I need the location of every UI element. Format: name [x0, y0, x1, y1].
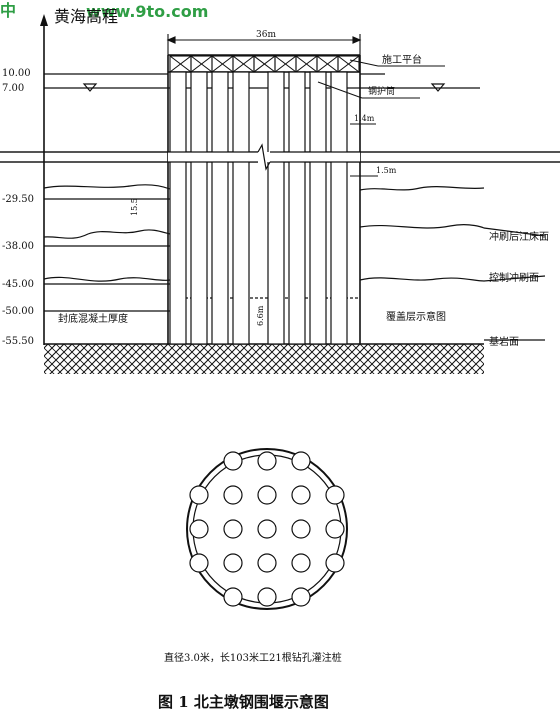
platform-cross-box [253, 55, 276, 73]
pile [211, 71, 229, 345]
figure-caption: 图 1 北主墩钢围堰示意图 [158, 693, 329, 711]
elevation-label: -29.50 [2, 194, 34, 205]
plan-pile [291, 519, 311, 539]
platform-cross-box [316, 55, 339, 73]
control-scour-label: 控制冲刷面 [489, 271, 539, 284]
elevation-label: -50.00 [2, 306, 34, 317]
platform-cross-boxes [169, 55, 360, 73]
watermark-site: 中 [0, 1, 16, 20]
plan-pile [257, 451, 277, 471]
dim-a-label: 1.4m [354, 114, 375, 123]
plan-pile [223, 485, 243, 505]
plan-pile-group [189, 451, 345, 607]
watermark-url: www.9to.com [86, 2, 208, 21]
pile [309, 71, 327, 345]
plan-pile [223, 553, 243, 573]
pile [232, 71, 250, 345]
soil-layer-curves [43, 184, 546, 341]
plan-pile [291, 451, 311, 471]
pile [267, 71, 285, 345]
pile [169, 71, 187, 345]
pile-caption: 直径3.0米，长103米工21根钻孔灌注桩 [164, 651, 342, 664]
platform-cross-box [295, 55, 318, 73]
plan-pile [189, 519, 209, 539]
elevation-label: 7.00 [2, 83, 24, 94]
axis-arrow-icon [40, 14, 48, 26]
width-dim-label: 36m [256, 30, 276, 40]
plan-pile [257, 485, 277, 505]
elevation-label: -55.50 [2, 336, 34, 347]
platform-label: 施工平台 [382, 53, 422, 66]
platform-cross-box [169, 55, 192, 73]
side-dim-label: 15.5 [130, 198, 139, 216]
elevation-label: 10.00 [2, 68, 31, 79]
plan-pile [189, 485, 209, 505]
plan-pile [223, 587, 243, 607]
elevation-label: -38.00 [2, 241, 34, 252]
overburden-label: 覆盖层示意图 [386, 310, 446, 323]
casing-label: 钢护筒 [368, 85, 395, 97]
water-level-right-icon [430, 83, 446, 92]
break-lines [0, 143, 560, 171]
cofferdam-plan-outer [186, 448, 348, 610]
scoured-bed-label: 冲刷后江床面 [489, 230, 549, 243]
plan-pile [189, 553, 209, 573]
platform-cross-box [232, 55, 255, 73]
mid-dim-label: 6.6m [256, 305, 265, 326]
elevation-label: -45.00 [2, 279, 34, 290]
plan-pile [291, 485, 311, 505]
plan-pile [257, 587, 277, 607]
width-dimension [166, 34, 362, 55]
bedrock-label: 基岩面 [489, 335, 519, 348]
pile-group [169, 71, 348, 345]
pile [288, 71, 306, 345]
plan-pile [325, 485, 345, 505]
elevation-labels: 10.00 7.00 -29.50 -38.00 -45.00 -50.00 -… [2, 68, 34, 347]
plan-pile [325, 519, 345, 539]
plan-pile [257, 519, 277, 539]
datum-label: 黄海高程 [54, 7, 118, 26]
platform-cross-box [274, 55, 297, 73]
seal-concrete-label: 封底混凝土厚度 [58, 312, 128, 325]
plan-pile [223, 451, 243, 471]
water-level-left-icon [82, 83, 98, 92]
pile [330, 71, 348, 345]
platform-cross-box [190, 55, 213, 73]
leader-lines [317, 59, 445, 177]
dim-b-label: 1.5m [376, 166, 397, 175]
pile [190, 71, 208, 345]
bedrock-layer [44, 344, 484, 374]
platform-cross-box [211, 55, 234, 73]
plan-pile [291, 553, 311, 573]
plan-pile [325, 553, 345, 573]
plan-pile [291, 587, 311, 607]
plan-pile [257, 553, 277, 573]
plan-pile [223, 519, 243, 539]
platform-cross-box [337, 55, 360, 73]
